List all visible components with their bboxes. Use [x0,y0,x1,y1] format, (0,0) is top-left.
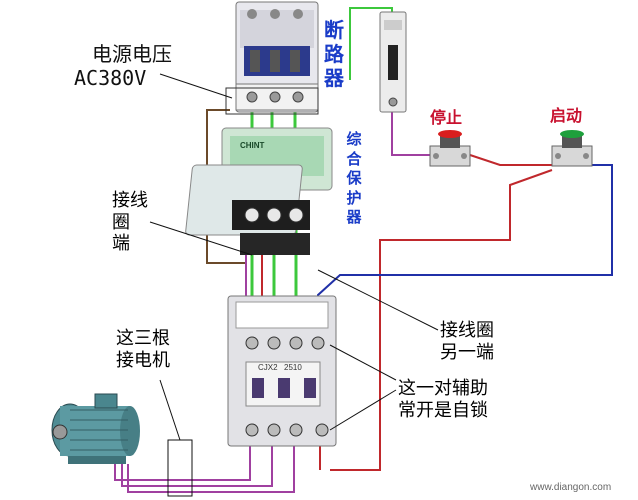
protector-char-4: 护 [346,188,362,207]
coil-end-label: 接线 圈 端 [112,190,148,255]
leader-power [159,73,233,99]
motor-line-2: 接电机 [116,349,170,371]
wire-red-aux [330,169,553,471]
leader-aux-1 [329,344,397,381]
aux-contact-label: 这一对辅助 常开是自锁 [398,378,488,421]
aux-contact-line-2: 常开是自锁 [398,399,488,421]
protector-char-3: 保 [346,169,362,187]
protector-char-2: 合 [346,149,362,168]
aux-contact-line-1: 这一对辅助 [398,378,488,399]
motor [51,393,140,464]
protector-label: 综 合 保 护 器 [344,130,364,228]
coil-other-end-line-1: 接线圈 [440,320,494,341]
control-breaker [379,11,407,113]
leader-coil-other [317,269,439,331]
wire-purple-motor-3 [127,440,295,493]
main-circuit-breaker [225,1,319,115]
contactor [227,295,337,447]
wire-purple-stop [391,110,430,156]
coil-end-line-3: 端 [112,233,130,255]
start-button [551,130,593,167]
contactor-model: CJX2 [258,363,278,372]
protector-char-5: 器 [346,208,362,226]
coil-other-end-line-2: 另一端 [440,341,494,363]
protector-brand: CHINT [240,141,265,150]
motor-cable-box [167,439,193,497]
power-voltage-value: AC380V [74,66,147,90]
motor-line-1: 这三根 [116,328,170,349]
leader-aux-2 [329,389,397,431]
leader-coil-end [149,221,253,256]
breaker-char-1: 断 [324,18,344,42]
contactor-model-sub: 2510 [284,363,302,372]
wire-purple-motor-2 [121,440,273,487]
coil-end-line-2: 圈 [112,211,130,233]
wire-red-stop-start [469,154,552,166]
coil-end-line-1: 接线 [112,190,148,211]
coil-other-end-label: 接线圈 另一端 [440,320,494,363]
breaker-label: 断 路 器 [322,18,346,90]
stop-label: 停止 [430,108,463,127]
power-voltage-label: 电源电压 [92,42,172,66]
watermark: www.diangon.com [530,482,612,493]
stop-button [429,130,471,167]
wire-purple-motor-1 [114,440,251,481]
protector-char-1: 综 [346,130,362,148]
motor-label: 这三根 接电机 [116,328,170,371]
breaker-char-2: 路 [324,42,344,66]
breaker-char-3: 器 [324,66,344,90]
leader-motor [159,379,181,441]
start-label: 启动 [550,106,583,125]
motor-protector [185,127,333,255]
